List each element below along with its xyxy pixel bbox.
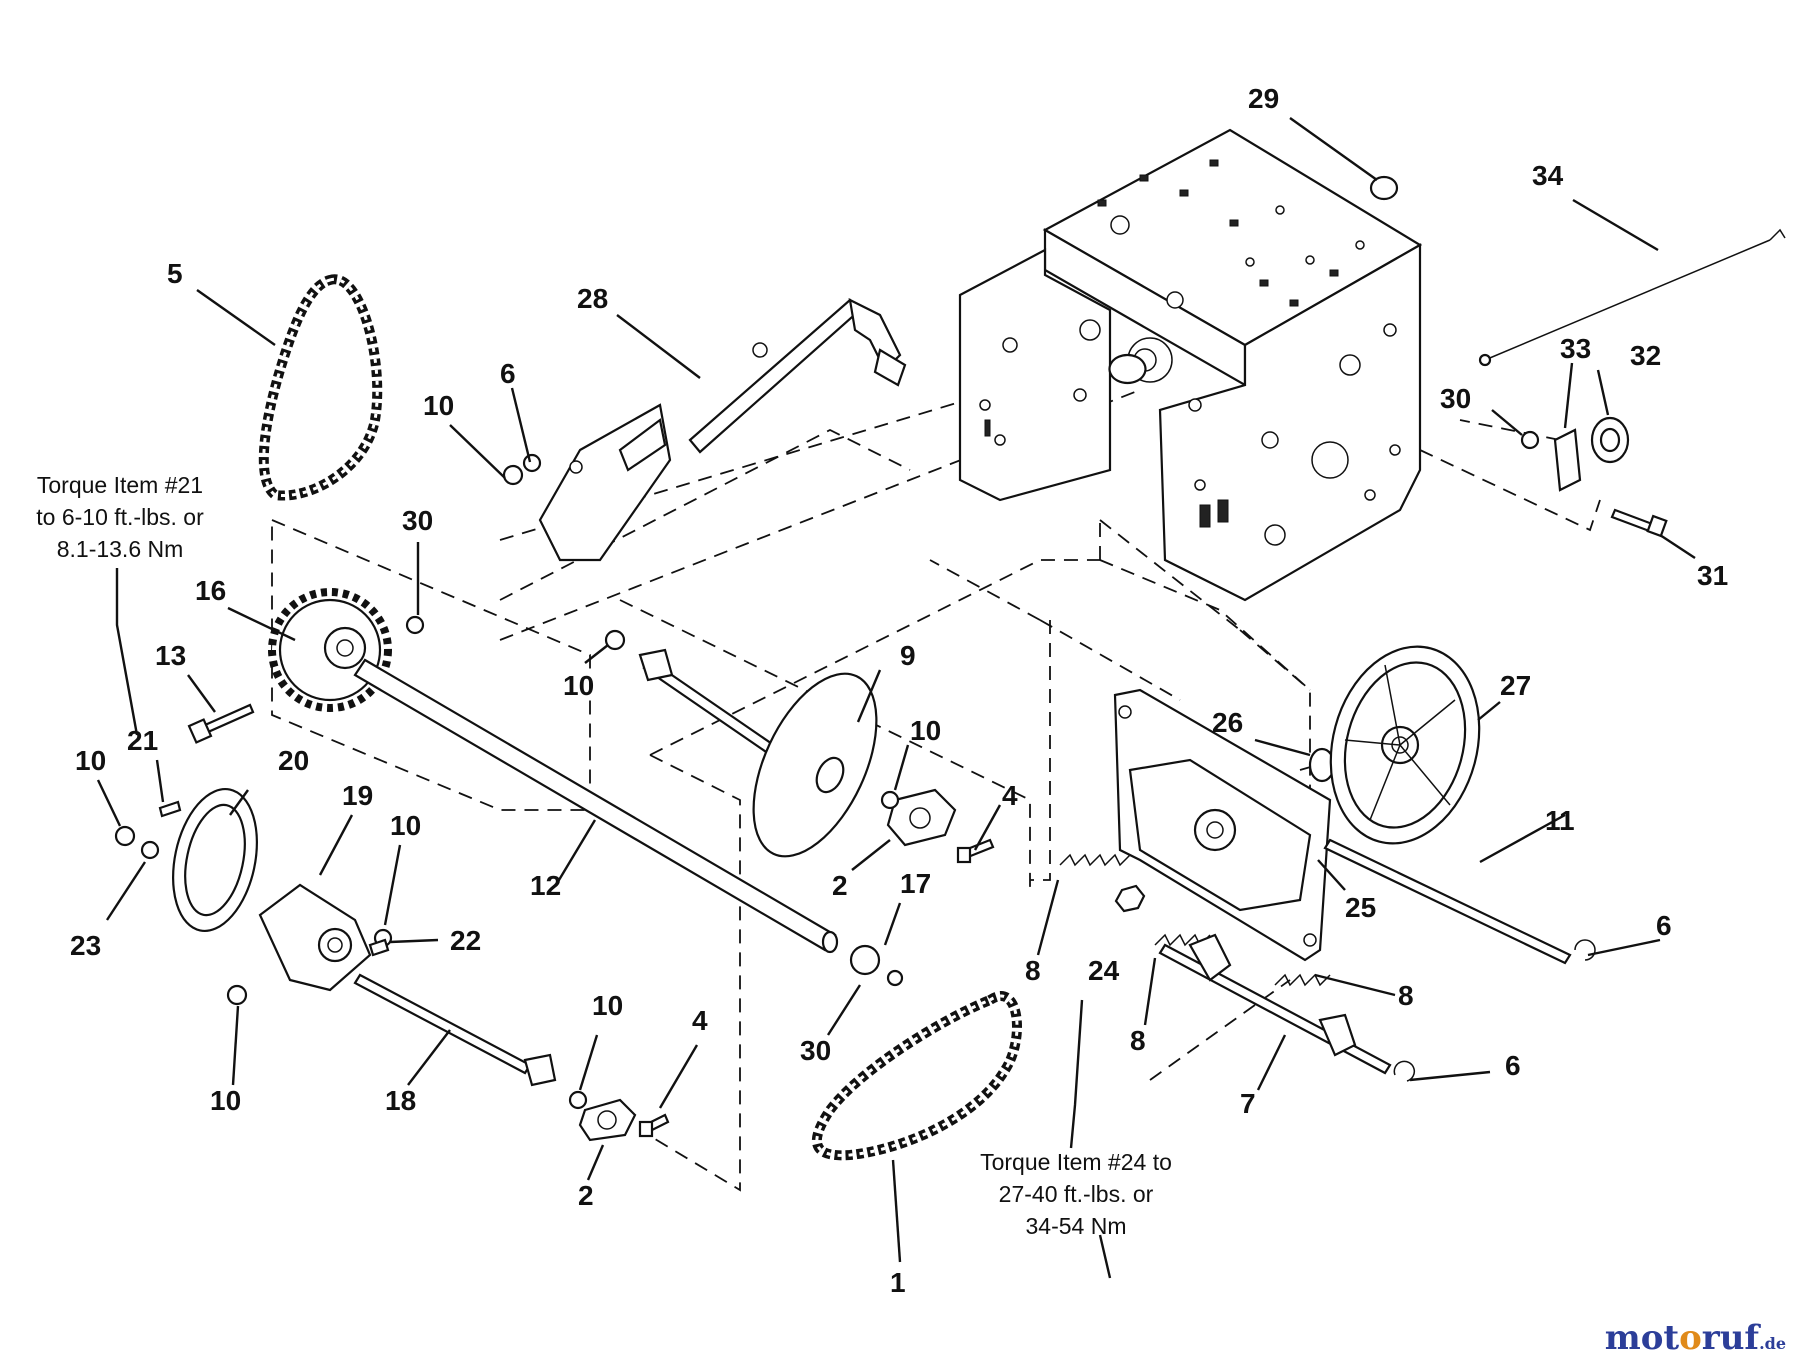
callout-12: 12 <box>530 870 561 901</box>
bolt-13 <box>187 703 255 744</box>
callout-10: 10 <box>592 990 623 1021</box>
callout-30: 30 <box>800 1035 831 1066</box>
callout-26: 26 <box>1212 707 1243 738</box>
bolt-31 <box>1610 508 1668 538</box>
torque-note-21: Torque Item #21 to 6-10 ft.-lbs. or 8.1-… <box>36 472 204 562</box>
callout-2: 2 <box>578 1180 594 1211</box>
callout-6: 6 <box>500 358 516 389</box>
callout-27: 27 <box>1500 670 1531 701</box>
callout-10: 10 <box>75 745 106 776</box>
chassis-frame <box>958 128 1423 602</box>
callout-8: 8 <box>1398 980 1414 1011</box>
nut-30-right <box>1520 430 1540 450</box>
callout-2: 2 <box>832 870 848 901</box>
callout-24: 24 <box>1088 955 1120 986</box>
callout-8: 8 <box>1130 1025 1146 1056</box>
svg-text:Torque Item #24 to: Torque Item #24 to <box>980 1149 1172 1175</box>
callout-9: 9 <box>900 640 916 671</box>
callout-16: 16 <box>195 575 226 606</box>
bearing-flange-2-lower <box>578 1098 637 1142</box>
shaft-18 <box>353 973 557 1087</box>
pulley-27 <box>1329 645 1481 845</box>
callout-10: 10 <box>563 670 594 701</box>
svg-text:Torque Item #21: Torque Item #21 <box>37 472 203 498</box>
callout-20: 20 <box>278 745 309 776</box>
callout-34: 34 <box>1532 160 1564 191</box>
callout-6: 6 <box>1656 910 1672 941</box>
callout-33: 33 <box>1560 333 1591 364</box>
callout-21: 21 <box>127 725 158 756</box>
callout-10: 10 <box>210 1085 241 1116</box>
callout-5: 5 <box>167 258 183 289</box>
callout-10: 10 <box>390 810 421 841</box>
nut-24 <box>1114 884 1146 913</box>
drive-chain-1 <box>811 991 1022 1161</box>
rod-34 <box>1478 228 1786 367</box>
callout-30: 30 <box>1440 383 1471 414</box>
svg-text:8.1-13.6 Nm: 8.1-13.6 Nm <box>57 536 184 562</box>
bearing-flange-2-upper <box>880 788 957 847</box>
callout-31: 31 <box>1697 560 1728 591</box>
callout-13: 13 <box>155 640 186 671</box>
housing-19 <box>258 883 372 992</box>
shaft-11 <box>1323 838 1596 965</box>
callout-19: 19 <box>342 780 373 811</box>
nut-30-upper <box>405 615 425 635</box>
idler-pulley-32 <box>1590 416 1630 464</box>
bolt-4-lower <box>638 1113 670 1138</box>
leader-lines <box>96 117 1696 1279</box>
shift-rod-bracket <box>538 298 907 562</box>
callout-22: 22 <box>450 925 481 956</box>
callout-18: 18 <box>385 1085 416 1116</box>
bracket-33 <box>1553 428 1582 492</box>
drive-chain-5 <box>258 274 383 501</box>
callout-4: 4 <box>1002 780 1018 811</box>
callout-11: 11 <box>1545 805 1575 836</box>
callout-4: 4 <box>692 1005 708 1036</box>
callout-30: 30 <box>402 505 433 536</box>
callout-28: 28 <box>577 283 608 314</box>
callout-32: 32 <box>1630 340 1661 371</box>
callout-25: 25 <box>1345 892 1376 923</box>
watermark-logo: motoruf.de <box>1604 1318 1786 1358</box>
bolt-4-upper <box>956 838 995 864</box>
cover-20 <box>172 787 258 933</box>
callout-10: 10 <box>423 390 454 421</box>
callout-17: 17 <box>900 868 931 899</box>
small-hardware <box>114 453 904 1110</box>
callout-8: 8 <box>1025 955 1041 986</box>
callout-23: 23 <box>70 930 101 961</box>
callout-6: 6 <box>1505 1050 1521 1081</box>
svg-text:to 6-10 ft.-lbs. or: to 6-10 ft.-lbs. or <box>36 504 204 530</box>
svg-text:27-40 ft.-lbs. or: 27-40 ft.-lbs. or <box>999 1181 1154 1207</box>
shaft-12 <box>353 658 839 954</box>
shaft-7 <box>1158 933 1416 1082</box>
washer-10-shaft9 <box>604 629 626 651</box>
sprocket-16 <box>268 588 392 712</box>
callout-1: 1 <box>890 1267 906 1298</box>
callout-7: 7 <box>1240 1088 1256 1119</box>
svg-text:34-54 Nm: 34-54 Nm <box>1026 1213 1127 1239</box>
plate-25 <box>1113 688 1332 962</box>
callout-29: 29 <box>1248 83 1279 114</box>
torque-note-24: Torque Item #24 to 27-40 ft.-lbs. or 34-… <box>980 1149 1172 1239</box>
bushing-29 <box>1369 175 1399 201</box>
callouts: 5 28 10 6 30 16 13 21 10 20 19 10 22 23 … <box>70 83 1728 1298</box>
disc-9 <box>752 672 878 858</box>
callout-10: 10 <box>910 715 941 746</box>
